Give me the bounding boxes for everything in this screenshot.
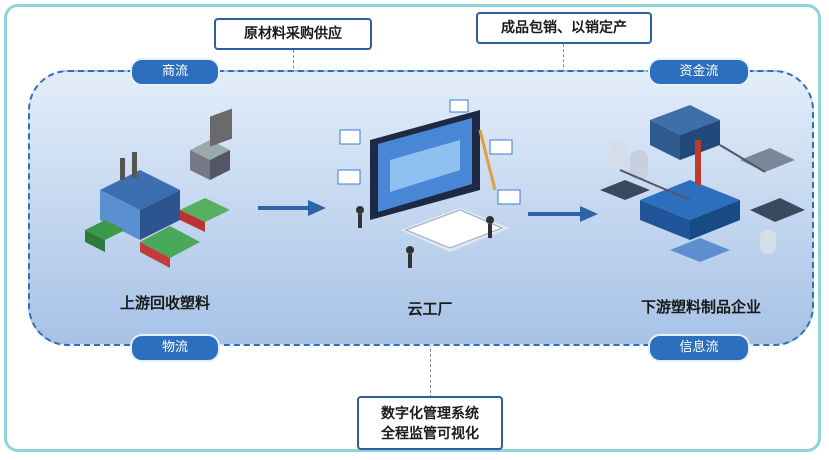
recycling-plant-illustration [85, 108, 232, 268]
flow-commerce-badge: 商流 [130, 58, 220, 86]
manufacturing-illustration [600, 105, 805, 262]
upstream-recycled-plastic-label: 上游回收塑料 [119, 294, 210, 312]
cloud-factory-illustration [337, 99, 521, 268]
digital-callout-line2: 全程监管可视化 [381, 426, 479, 442]
flow-information-badge: 信息流 [648, 334, 750, 362]
arrow-left-to-center [258, 200, 326, 216]
arrow-center-to-right [528, 206, 598, 222]
cloud-factory-label: 云工厂 [407, 300, 453, 318]
digital-callout: 数字化管理系统 全程监管可视化 [357, 396, 503, 450]
supply-callout: 原材料采购供应 [214, 18, 372, 50]
flow-logistics-badge: 物流 [130, 334, 220, 362]
sales-callout: 成品包销、以销定产 [476, 12, 652, 44]
digital-callout-line1: 数字化管理系统 [381, 406, 479, 422]
flow-capital-badge: 资金流 [648, 58, 750, 86]
digital-connector [430, 318, 431, 398]
downstream-plastic-manufacturers-label: 下游塑料制品企业 [640, 298, 761, 316]
